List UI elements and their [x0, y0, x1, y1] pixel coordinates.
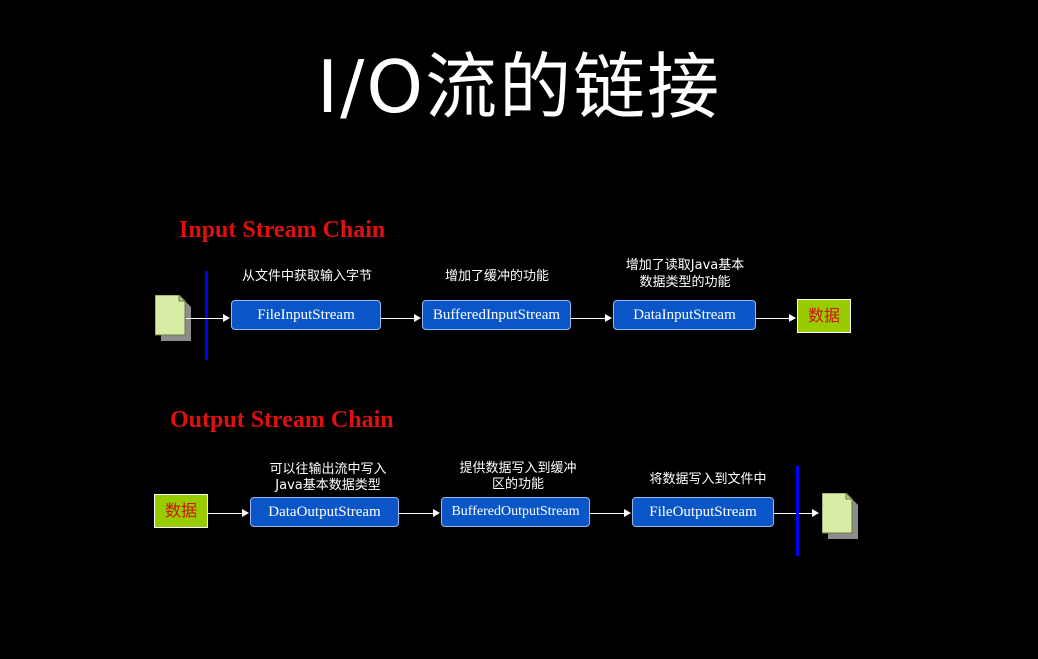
caption-buffered-output-stream-line1: 提供数据写入到缓冲	[459, 461, 577, 476]
arrow-right-icon	[414, 314, 421, 322]
connector-line	[571, 318, 605, 319]
input-data-output-box: 数据	[797, 299, 851, 333]
caption-data-input-stream-line2: 数据类型的功能	[639, 275, 731, 290]
caption-buffered-output-stream-line2: 区的功能	[491, 477, 544, 492]
caption-buffered-input-stream: 增加了缓冲的功能	[444, 269, 549, 284]
arrow-right-icon	[812, 509, 819, 517]
arrow-right-icon	[242, 509, 249, 517]
output-chain-heading: Output Stream Chain	[170, 407, 394, 433]
connector-line	[756, 318, 789, 319]
connector-line	[186, 318, 223, 319]
file-boundary-bar	[796, 466, 799, 556]
file-icon	[822, 493, 858, 539]
file-input-stream-box: FileInputStream	[231, 300, 381, 330]
arrow-right-icon	[605, 314, 612, 322]
buffered-output-stream-box: BufferedOutputStream	[441, 497, 590, 527]
input-chain-heading: Input Stream Chain	[179, 217, 386, 243]
arrow-right-icon	[789, 314, 796, 322]
file-output-stream-box: FileOutputStream	[632, 497, 774, 527]
connector-line	[399, 513, 433, 514]
caption-file-input-stream: 从文件中获取输入字节	[241, 269, 372, 284]
arrow-right-icon	[223, 314, 230, 322]
caption-data-output-stream-line1: 可以往输出流中写入	[269, 462, 387, 477]
caption-file-output-stream: 将数据写入到文件中	[649, 472, 767, 487]
connector-line	[381, 318, 414, 319]
data-output-stream-box: DataOutputStream	[250, 497, 399, 527]
file-boundary-bar	[205, 271, 208, 360]
caption-data-input-stream-line1: 增加了读取Java基本	[625, 258, 745, 273]
arrow-right-icon	[624, 509, 631, 517]
caption-data-output-stream-line2: Java基本数据类型	[275, 478, 381, 493]
connector-line	[208, 513, 242, 514]
connector-line	[774, 513, 812, 514]
connector-line	[590, 513, 624, 514]
file-icon	[155, 295, 191, 341]
data-input-stream-box: DataInputStream	[613, 300, 756, 330]
arrow-right-icon	[433, 509, 440, 517]
output-data-input-box: 数据	[154, 494, 208, 528]
slide-title: I/O流的链接	[316, 45, 722, 129]
buffered-input-stream-box: BufferedInputStream	[422, 300, 571, 330]
